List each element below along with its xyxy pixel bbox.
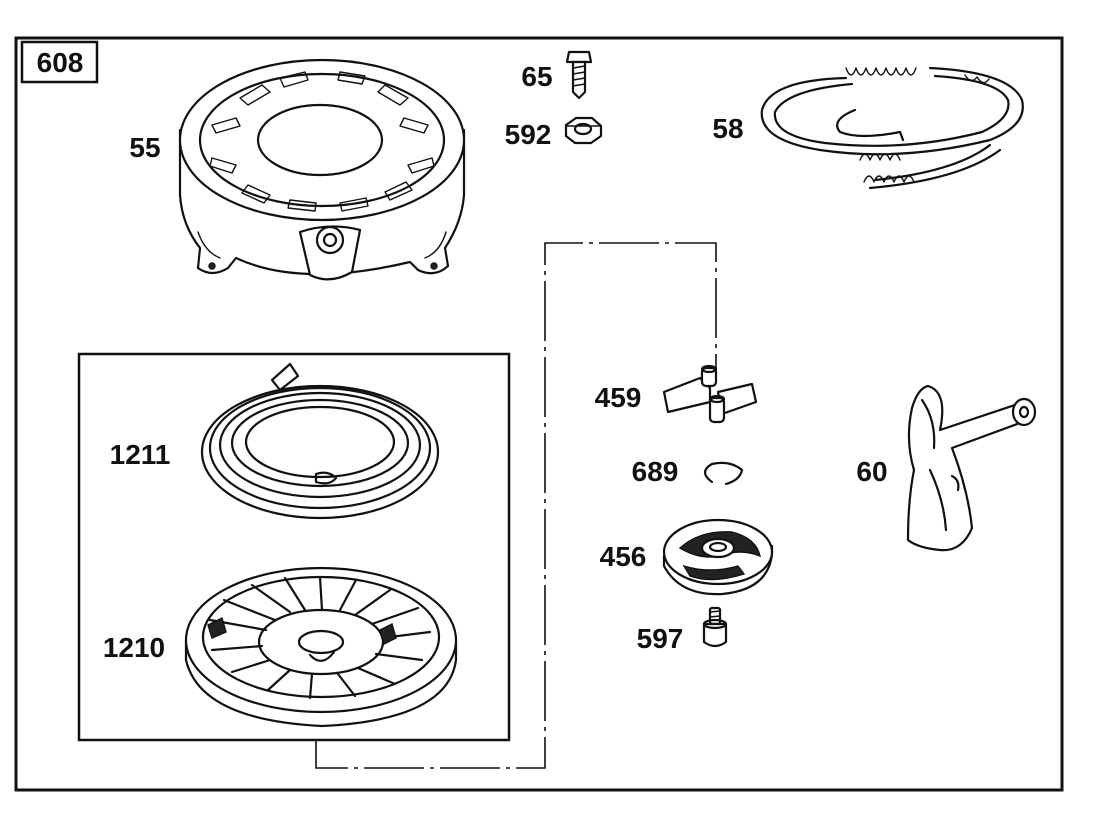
frame-number-box — [20, 40, 99, 84]
nut-part — [564, 116, 603, 145]
callout-bolt: 65 — [521, 61, 552, 92]
subassembly-frame — [77, 352, 511, 742]
bolt-part — [565, 50, 593, 100]
starter-housing-part — [178, 58, 466, 281]
screw-part — [702, 606, 728, 648]
callout-ring: 689 — [632, 456, 679, 487]
starter-dog-part — [662, 364, 758, 424]
pulley-part — [184, 566, 458, 728]
retaining-ring-part — [703, 461, 744, 486]
callout-housing: 55 — [129, 132, 160, 163]
callout-retainer: 456 — [600, 541, 647, 572]
frame-number: 608 — [37, 47, 84, 78]
assembly-connector-line — [315, 242, 717, 769]
callout-dog: 459 — [595, 382, 642, 413]
callout-screw: 597 — [637, 623, 684, 654]
callout-spring: 1211 — [110, 439, 171, 470]
retainer-part — [662, 518, 774, 596]
callout-nut: 592 — [505, 119, 552, 150]
callout-rope: 58 — [712, 113, 743, 144]
rope-handle-part — [906, 384, 1037, 552]
callout-pulley: 1210 — [103, 632, 165, 663]
starter-rope-part — [760, 66, 1024, 190]
callout-handle: 60 — [856, 456, 887, 487]
outer-frame — [14, 36, 1064, 792]
recoil-spring-part — [200, 362, 440, 520]
